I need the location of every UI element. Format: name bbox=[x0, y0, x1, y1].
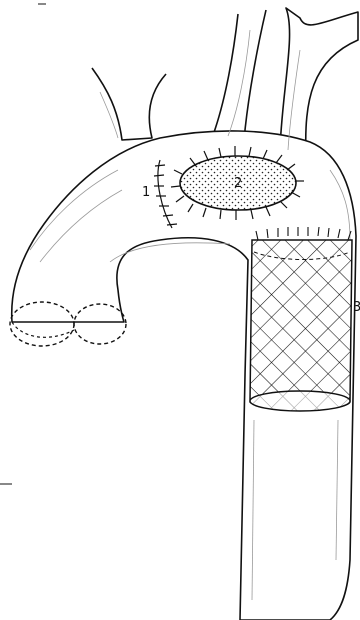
stent-graft-3 bbox=[250, 227, 352, 411]
left-subclavian-artery bbox=[280, 8, 358, 156]
brachiocephalic-trunk bbox=[92, 68, 166, 140]
left-carotid-artery bbox=[212, 10, 266, 140]
